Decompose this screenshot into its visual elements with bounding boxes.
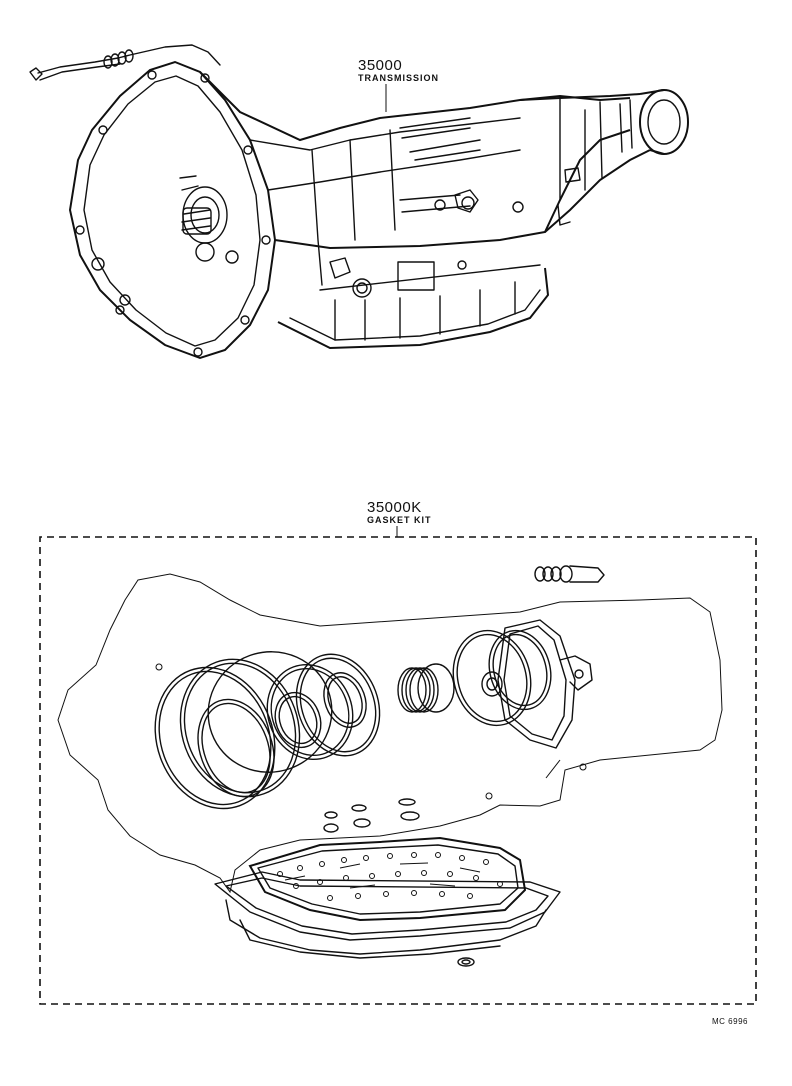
transmission-assembly: [29, 44, 689, 360]
transmission-part-name: TRANSMISSION: [358, 73, 440, 83]
extension-housing: [519, 89, 689, 233]
extension-gasket: [497, 619, 593, 749]
gasket-kit-part-number: 35000K: [367, 499, 422, 516]
bell-housing: [68, 60, 277, 360]
gasket-kit-boundary: [39, 536, 757, 1005]
drain-plug-set: [534, 565, 605, 583]
drain-plug-gasket: [457, 957, 475, 967]
transmission-callout: 35000 TRANSMISSION: [358, 58, 439, 83]
oil-pan-gasket: [214, 871, 561, 941]
oil-pan: [277, 264, 550, 350]
transmission-case: [199, 71, 631, 298]
valve-body-plate: [248, 836, 527, 922]
rear-rings: [452, 629, 552, 727]
transmission-part-number: 35000: [358, 57, 403, 74]
figure-code: MC 6996: [712, 1017, 748, 1026]
gasket-kit-part-name: GASKET KIT: [367, 515, 432, 525]
sealing-rings: [397, 663, 455, 713]
small-o-rings: [323, 798, 420, 833]
oil-pan-lower: [225, 899, 547, 959]
transmission-silhouette: [57, 573, 723, 894]
o-ring-set: [154, 651, 381, 810]
shift-cable: [29, 44, 221, 81]
gasket-kit-callout: 35000K GASKET KIT: [367, 500, 432, 525]
